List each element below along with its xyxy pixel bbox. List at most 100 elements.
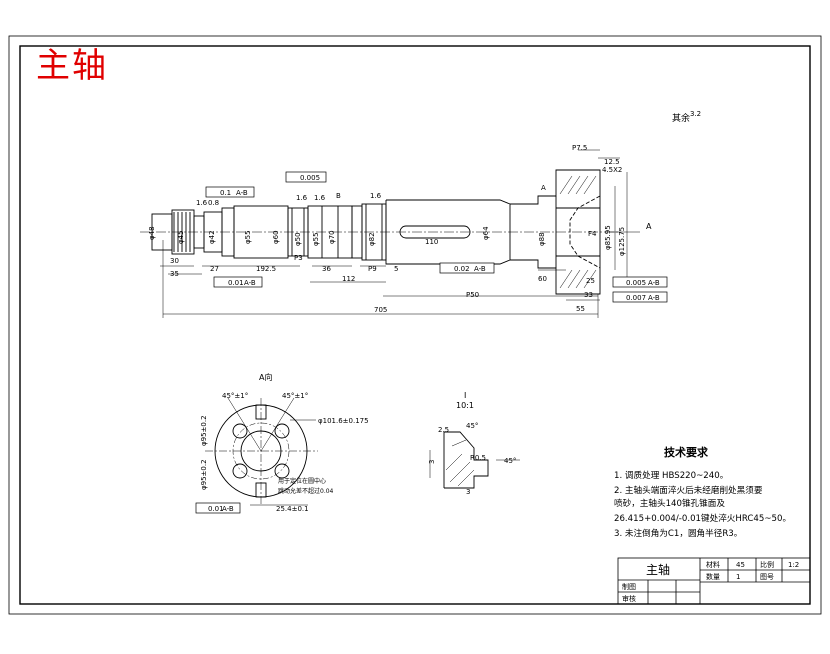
dim-phi55b: φ55: [312, 232, 320, 246]
material-value: 45: [736, 561, 745, 569]
detail-i-a45b: 45°: [504, 457, 516, 465]
tol-5-ref: A-B: [648, 279, 660, 287]
datum-a: A: [541, 184, 546, 192]
dim-phi42: φ42: [208, 230, 216, 244]
qty-label: 数量: [706, 572, 720, 581]
title-block-name: 主轴: [646, 562, 670, 577]
dim-phi82: φ82: [368, 232, 376, 246]
detail-i-a45a: 45°: [466, 422, 478, 430]
note-rest-ra: 3.2: [690, 110, 701, 118]
dim-1925: 192.5: [256, 265, 276, 273]
detail-i-r05: R0.5: [470, 454, 486, 462]
dim-p9: P9: [368, 265, 377, 273]
tol-6-ref: A-B: [648, 294, 660, 302]
detail-i-drawing: [429, 431, 520, 489]
tech-req-item-2: 2. 主轴头端面淬火后未经磨削处黑须要: [614, 486, 763, 496]
drawing-no-label: 图号: [760, 573, 774, 581]
rough-16b: 1.6: [296, 194, 308, 202]
outer-frame: [8, 35, 822, 615]
tech-req-item-1: 1. 调质处理 HBS220~240。: [614, 471, 729, 481]
dim-705: 705: [374, 306, 387, 314]
dim-phi55: φ55: [244, 230, 252, 244]
dim-p3: P3: [294, 254, 303, 262]
dim-55: 55: [576, 305, 585, 313]
view-a-d1: φ95±0.2: [200, 415, 208, 446]
tol-3: 0.01: [228, 279, 244, 287]
dim-112: 112: [342, 275, 355, 283]
dim-60: 60: [538, 275, 547, 283]
dim-125: 12.5: [604, 158, 620, 166]
material-label: 材料: [706, 560, 720, 569]
title-block: [617, 557, 811, 605]
dim-phi64: φ64: [482, 226, 490, 240]
detail-i-d3b: 3: [466, 488, 470, 496]
rough-16d: 1.6: [370, 192, 382, 200]
view-a-note2: 跳动允差不超过0.04: [278, 487, 334, 495]
stamp-title: 主轴: [36, 46, 108, 86]
view-a-drawing: [205, 397, 318, 506]
view-a-ang1: 45°±1°: [222, 392, 248, 400]
dim-phi70: φ70: [328, 230, 336, 244]
datum-b: B: [336, 192, 341, 200]
dim-phi48: φ48: [148, 226, 156, 240]
rough-16c: 1.6: [314, 194, 326, 202]
dim-p75: P7.5: [572, 144, 587, 152]
dim-5: 5: [394, 265, 398, 273]
review-label: 审核: [622, 594, 636, 603]
note-rest: 其余: [672, 112, 690, 124]
tol-2: 0.005: [300, 174, 320, 182]
rough-16a: 1.6: [196, 199, 208, 207]
tol-5: 0.005: [626, 279, 646, 287]
tol-7: 0.01: [208, 505, 224, 513]
tol-3-ref: A-B: [244, 279, 256, 287]
dim-phi45: φ45: [177, 230, 185, 244]
tolerance-frames: [195, 171, 668, 514]
dim-27: 27: [210, 265, 219, 273]
tol-7-ref: A-B: [222, 505, 234, 513]
tech-req-item-3: 喷砂，主轴头140锥孔锥面及: [614, 499, 725, 509]
detail-i-mark: I: [464, 391, 466, 400]
view-a-note1: 用于定位在圆中心: [278, 477, 326, 485]
dim-phi60: φ60: [272, 230, 280, 244]
view-a-d2: φ95±0.2: [200, 459, 208, 490]
dim-30: 30: [170, 257, 179, 265]
view-a-d254: 25.4±0.1: [276, 505, 309, 513]
scale-label: 比例: [760, 560, 774, 569]
tech-req-title: 技术要求: [664, 446, 708, 459]
tol-6: 0.007: [626, 294, 646, 302]
view-a-title: A向: [259, 372, 272, 382]
dim-phi12575: φ125.75: [618, 227, 626, 256]
dim-p50: P50: [466, 291, 479, 299]
detail-i-d3: 3: [428, 460, 436, 464]
dimension-lines: [160, 149, 640, 318]
view-a-ang2: 45°±1°: [282, 392, 308, 400]
dim-25: 25: [586, 277, 595, 285]
view-a-d1016: φ101.6±0.175: [318, 417, 369, 425]
detail-i-scale: 10:1: [456, 401, 474, 410]
detail-i-d25: 2.5: [438, 426, 449, 434]
dim-35: 35: [170, 270, 179, 278]
tol-4-ref: A-B: [474, 265, 486, 273]
dim-33: 33: [584, 291, 593, 299]
scale-value: 1:2: [788, 561, 799, 569]
tol-1: 0.1: [220, 189, 231, 197]
dim-110: 110: [425, 238, 438, 246]
dim-36: 36: [322, 265, 331, 273]
inner-border: [19, 45, 811, 605]
dim-45x2: 4.5X2: [602, 166, 622, 174]
tech-req-item-4: 26.415+0.004/-0.01键处淬火HRC45~50。: [614, 514, 792, 524]
shaft-main-view: [140, 169, 620, 295]
dim-f4: F4: [588, 230, 597, 238]
drawn-label: 制图: [622, 582, 636, 591]
label-a: A: [646, 222, 652, 231]
qty-value: 1: [736, 573, 740, 581]
dim-phi88: φ88: [538, 232, 546, 246]
dim-phi50: φ50: [294, 232, 302, 246]
dim-phi8595: φ85.95: [604, 225, 612, 250]
rough-08: 0.8: [208, 199, 219, 207]
tol-1-ref: A-B: [236, 189, 248, 197]
tol-4: 0.02: [454, 265, 470, 273]
tech-req-item-5: 3. 未注倒角为C1，圆角半径R3。: [614, 529, 743, 539]
